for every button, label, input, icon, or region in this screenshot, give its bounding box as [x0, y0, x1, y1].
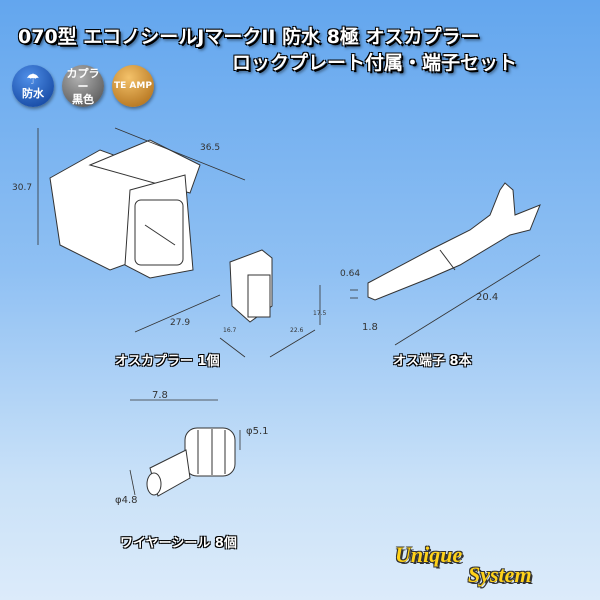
coupler-width-dim: 36.5 [200, 143, 220, 153]
terminal-caption: オス端子 8本 [393, 354, 472, 369]
terminal-drawing [367, 182, 541, 301]
terminal-thickness-dim: 0.64 [340, 269, 360, 279]
wire-seal-drawing [146, 427, 236, 497]
lock-plate-height-dim: 17.5 [313, 310, 327, 317]
seal-caption: ワイヤーシール 8個 [120, 536, 237, 551]
terminal-length-dim: 20.4 [476, 292, 498, 303]
lock-plate-width-dim: 22.6 [290, 327, 304, 334]
coupler-caption: オスカプラー 1個 [115, 354, 220, 369]
umbrella-icon: ☂ [26, 70, 40, 88]
seal-inner-dia-dim: φ4.8 [115, 495, 138, 506]
dimension-lines [37, 127, 541, 496]
waterproof-label: 防水 [22, 87, 44, 100]
coupler-color-label: カプラー [66, 66, 100, 93]
logo-line-1: Unique [395, 542, 463, 567]
title-line-2: ロックプレート付属・端子セット [232, 52, 518, 74]
coupler-height-dim: 30.7 [12, 183, 32, 193]
terminal-width-dim: 1.8 [362, 322, 378, 333]
logo-line-2: System [468, 562, 532, 587]
coupler-drawing [49, 139, 201, 279]
coupler-depth-dim: 27.9 [170, 318, 190, 328]
coupler-color-value: 黒色 [72, 92, 94, 106]
waterproof-badge: ☂ 防水 [12, 65, 54, 107]
lock-plate-depth-dim: 16.7 [223, 327, 237, 334]
seal-length-dim: 7.8 [152, 390, 168, 401]
maker-badge: TE AMP [112, 65, 154, 107]
lock-plate-drawing [229, 249, 273, 323]
coupler-color-badge: カプラー 黒色 [62, 65, 104, 107]
title-line-1: 070型 エコノシールJマークII 防水 8極 オスカプラー [18, 26, 480, 48]
maker-label: TE AMP [114, 80, 152, 91]
seal-outer-dia-dim: φ5.1 [246, 426, 269, 437]
